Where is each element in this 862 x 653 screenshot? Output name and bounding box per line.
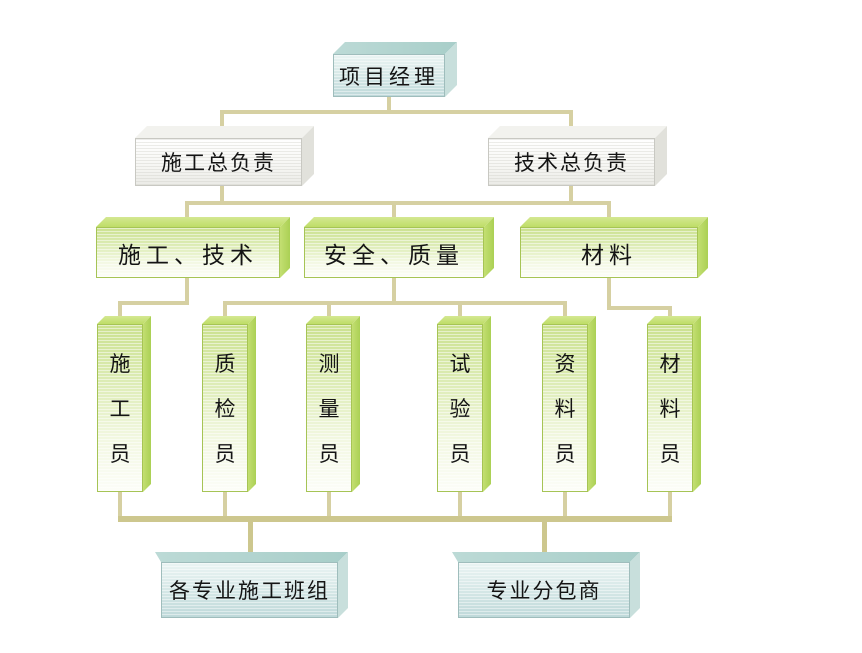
box-top-face [647,316,701,324]
node-label: 施工员 [97,324,143,492]
connector-line [118,301,189,305]
node-project-manager: 项目经理 [333,42,457,97]
connector-line [220,110,573,114]
box-top-face [96,217,290,227]
box-top-face [155,552,348,562]
connector-bus-line [118,516,672,522]
connector-line [185,276,189,303]
connector-line [185,201,611,205]
box-right-face [280,217,290,278]
node-quality-inspector: 质检员 [202,316,256,492]
box-right-face [338,552,348,618]
node-construction-worker: 施工员 [97,316,151,492]
box-right-face [248,316,256,492]
connector-line [607,306,672,310]
box-top-face [304,217,494,227]
node-label: 测量员 [306,324,352,492]
connector-line [248,516,253,562]
connector-line [563,301,567,326]
node-tester: 试验员 [437,316,491,492]
node-label: 项目经理 [333,54,445,97]
node-label: 各专业施工班组 [161,562,338,618]
connector-line [220,110,224,140]
connector-line [118,490,122,519]
node-label: 施工总负责 [135,138,302,186]
node-construction-teams: 各专业施工班组 [161,552,348,618]
connector-line [458,490,462,519]
node-material-clerk: 材料员 [647,316,701,492]
connector-line [607,201,611,229]
connector-line [387,95,391,112]
node-label: 资料员 [542,324,588,492]
box-right-face [483,316,491,492]
box-top-face [135,126,314,138]
connector-line [392,201,396,229]
connector-line [607,276,611,310]
node-label: 材料 [520,227,698,278]
node-label: 技术总负责 [488,138,655,186]
node-label: 试验员 [437,324,483,492]
node-construction-lead: 施工总负责 [135,126,314,186]
box-right-face [698,217,708,278]
box-top-face [520,217,708,227]
box-right-face [302,126,314,186]
connector-line [542,516,547,562]
connector-line [569,184,573,203]
node-label: 质检员 [202,324,248,492]
box-right-face [484,217,494,278]
connector-line [223,301,227,326]
connector-line [185,201,189,229]
connector-line [569,110,573,140]
connector-line [118,301,122,326]
connector-line [327,490,331,519]
node-subcontractors: 专业分包商 [458,552,640,618]
node-construction-tech: 施工、技术 [96,217,290,278]
box-right-face [143,316,151,492]
connector-line [327,301,331,326]
box-right-face [693,316,701,492]
connector-line [223,301,567,305]
node-technical-lead: 技术总负责 [488,126,667,186]
connector-line [392,276,396,303]
box-right-face [655,126,667,186]
node-label: 安全、质量 [304,227,484,278]
connector-line [668,490,672,519]
box-top-face [542,316,596,324]
node-materials: 材料 [520,217,708,278]
box-top-face [452,552,640,562]
box-top-face [488,126,667,138]
box-top-face [202,316,256,324]
box-right-face [352,316,360,492]
connector-line [220,184,224,203]
node-label: 材料员 [647,324,693,492]
connector-line [563,490,567,519]
node-label: 施工、技术 [96,227,280,278]
node-document-clerk: 资料员 [542,316,596,492]
connector-line [223,490,227,519]
node-label: 专业分包商 [458,562,630,618]
box-top-face [333,42,457,54]
box-right-face [630,552,640,618]
box-top-face [437,316,491,324]
box-right-face [445,42,457,97]
box-top-face [97,316,151,324]
connector-line [458,301,462,326]
node-safety-quality: 安全、质量 [304,217,494,278]
box-right-face [588,316,596,492]
box-top-face [306,316,360,324]
node-surveyor: 测量员 [306,316,360,492]
